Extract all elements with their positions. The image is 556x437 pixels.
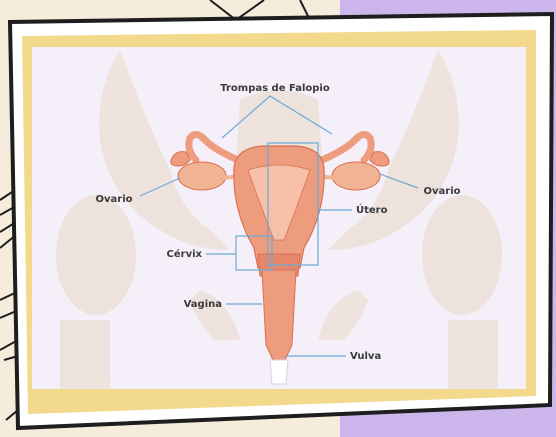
label-ovary-left: Ovario	[96, 194, 133, 205]
ovary-left	[178, 162, 226, 190]
label-cervix: Cérvix	[167, 248, 203, 260]
label-ovary-right: Ovario	[424, 186, 461, 197]
label-fallopian-tubes: Trompas de Falopio	[220, 83, 330, 94]
label-vulva: Vulva	[350, 351, 381, 362]
label-vagina: Vagina	[184, 299, 222, 310]
label-uterus: Útero	[356, 203, 388, 216]
vagina	[262, 270, 296, 362]
vulva	[270, 360, 288, 384]
anatomy-picture: Trompas de Falopio Ovario Ovario Útero C…	[32, 47, 526, 389]
ovary-right	[332, 162, 380, 190]
